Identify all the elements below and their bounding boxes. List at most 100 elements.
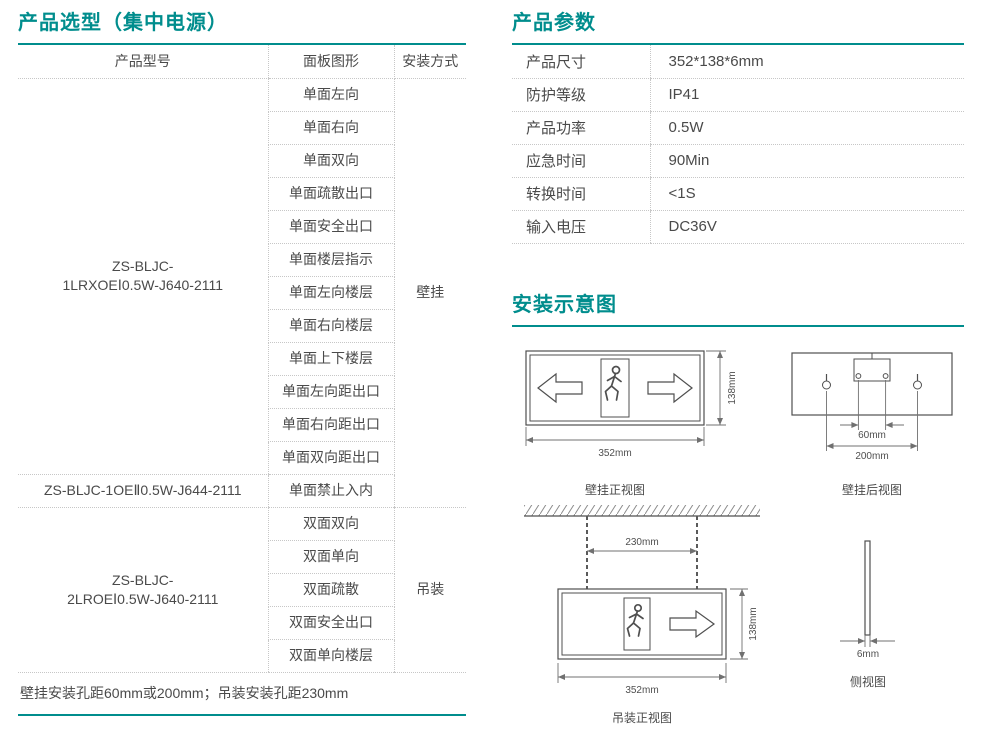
dim-thickness-6mm: 6mm: [840, 634, 895, 660]
table-row: 双面安全出口: [18, 606, 466, 640]
param-label: 转换时间: [512, 177, 650, 211]
sign-outer-frame: [525, 349, 705, 426]
table-row: 单面双向距出口: [18, 441, 466, 475]
panel-cell: 单面右向: [267, 111, 395, 145]
diagram-caption: 吊装正视图: [611, 710, 672, 725]
table-row: 单面右向距出口: [18, 408, 466, 442]
dim-bracket-60mm: 60mm: [840, 379, 904, 441]
dim-label: 200mm: [855, 451, 888, 462]
parameters-table: 产品尺寸 352*138*6mm 防护等级 IP41 产品功率 0.5W 应急时…: [512, 45, 964, 244]
model-line: 1LRXOEⅠ0.5W-J640-2111: [62, 277, 224, 293]
header-panel: 面板图形: [267, 45, 395, 79]
diagram-caption: 壁挂正视图: [584, 482, 645, 497]
wall-front-view-drawing: 352mm 138mm: [525, 349, 738, 459]
param-value: 90Min: [649, 144, 964, 178]
table-row: 双面单向: [18, 540, 466, 574]
parameters-section: 产品参数 产品尺寸 352*138*6mm 防护等级 IP41 产品功率 0.5…: [512, 6, 964, 733]
table-row: 单面右向楼层: [18, 309, 466, 343]
panel-cell: 双面单向: [267, 540, 395, 574]
param-value: <1S: [649, 177, 964, 211]
screw-right-icon: [882, 372, 889, 379]
param-row: 产品尺寸 352*138*6mm: [512, 45, 964, 79]
table-row: 双面疏散: [18, 573, 466, 607]
param-row: 防护等级 IP41: [512, 78, 964, 112]
wall-front-view-diagram: 352mm 138mm 壁挂正视图: [512, 345, 752, 498]
dim-chains-230mm: 230mm: [587, 537, 697, 554]
panel-cell: 双面双向: [267, 507, 395, 541]
dim-label: 6mm: [857, 649, 879, 660]
section-title-selection: 产品选型（集中电源）: [18, 6, 466, 45]
dim-label: 352mm: [625, 685, 658, 696]
keyhole-left-icon: [822, 373, 831, 389]
dim-label: 352mm: [598, 448, 631, 459]
table-row: 单面左向楼层: [18, 276, 466, 310]
model-line: ZS-BLJC-: [112, 571, 174, 588]
panel-cell: 单面右向距出口: [267, 408, 395, 442]
install-cell-ceiling: 吊装: [394, 507, 466, 673]
mounting-bracket: [853, 358, 891, 381]
param-value: 0.5W: [649, 111, 964, 145]
running-man-icon: [604, 365, 622, 401]
model-cell-1: ZS-BLJC- 1LRXOEⅠ0.5W-J640-2111: [18, 78, 268, 475]
panel-cell: 双面疏散: [267, 573, 395, 607]
ceiling-front-view-drawing: 230mm: [524, 504, 760, 696]
side-view-drawing: 6mm: [840, 539, 895, 660]
door-frame: [623, 597, 651, 650]
table-row: 单面楼层指示: [18, 243, 466, 277]
param-row: 产品功率 0.5W: [512, 111, 964, 145]
left-arrow-icon: [537, 372, 583, 403]
panel-cell: 单面禁止入内: [267, 474, 395, 508]
right-arrow-icon: [647, 372, 693, 403]
panel-cell: 双面单向楼层: [267, 639, 395, 673]
dim-width-352mm: 352mm: [557, 662, 727, 696]
ceiling-front-view-diagram: 230mm: [512, 503, 772, 726]
model-line: 2LROEⅠ0.5W-J640-2111: [67, 590, 219, 607]
right-arrow-icon: [669, 609, 716, 638]
mounting-note: 壁挂安装孔距60mm或200mm；吊装安装孔距230mm: [18, 673, 466, 716]
model-cell-2: ZS-BLJC-1OEⅡ0.5W-J644-2111: [18, 474, 268, 508]
header-model: 产品型号: [18, 45, 268, 79]
panel-cell: 单面左向: [267, 78, 395, 112]
model-cell-3: ZS-BLJC- 2LROEⅠ0.5W-J640-2111: [18, 507, 268, 673]
table-row: ZS-BLJC-1OEⅡ0.5W-J644-2111 单面禁止入内: [18, 474, 466, 508]
panel-cell: 单面疏散出口: [267, 177, 395, 211]
panel-cell: 单面楼层指示: [267, 243, 395, 277]
installation-diagrams: 352mm 138mm 壁挂正视图: [512, 333, 964, 733]
panel-cell: 单面左向距出口: [267, 375, 395, 409]
section-title-parameters: 产品参数: [512, 6, 964, 45]
param-label: 产品尺寸: [512, 45, 650, 79]
selection-table: 产品型号 面板图形 安装方式 ZS-BLJC- 1LRXOEⅠ0.5W-J640…: [18, 45, 466, 673]
panel-cell: 单面双向距出口: [267, 441, 395, 475]
param-row: 应急时间 90Min: [512, 144, 964, 178]
param-label: 产品功率: [512, 111, 650, 145]
table-row: 单面安全出口: [18, 210, 466, 244]
table-row: 单面疏散出口: [18, 177, 466, 211]
panel-cell: 单面安全出口: [267, 210, 395, 244]
sign-inner-frame: [561, 592, 723, 655]
wall-rear-view-drawing: 60mm 200mm: [791, 351, 953, 462]
param-value: DC36V: [649, 210, 964, 244]
panel-cell: 双面安全出口: [267, 606, 395, 640]
dim-label: 230mm: [625, 537, 658, 548]
table-header-row: 产品型号 面板图形 安装方式: [18, 45, 466, 79]
dim-label: 138mm: [727, 371, 738, 404]
param-label: 防护等级: [512, 78, 650, 112]
table-row: ZS-BLJC- 2LROEⅠ0.5W-J640-2111 双面双向 吊装: [18, 507, 466, 673]
header-install: 安装方式: [394, 45, 466, 79]
dim-width-352mm: 352mm: [525, 426, 705, 459]
sign-inner-frame: [529, 354, 701, 421]
screw-left-icon: [855, 372, 862, 379]
dim-label: 138mm: [748, 607, 759, 640]
table-row: 单面右向: [18, 111, 466, 145]
door-frame: [600, 358, 630, 417]
product-selection-section: 产品选型（集中电源） 产品型号 面板图形 安装方式 ZS-BLJC- 1LRXO…: [18, 6, 466, 716]
wall-rear-view-diagram: 60mm 200mm 壁挂后视图: [780, 345, 970, 498]
table-row: 单面上下楼层: [18, 342, 466, 376]
install-cell-wall: 壁挂: [394, 78, 466, 508]
product-datasheet: { "colors": { "accent": "#008D8D" }, "se…: [18, 6, 964, 725]
dim-keyholes-200mm: 200mm: [826, 390, 918, 462]
dim-height-138mm: 138mm: [706, 350, 738, 425]
diagram-caption: 侧视图: [849, 674, 886, 689]
param-value: 352*138*6mm: [649, 45, 964, 79]
sign-back-frame: [791, 351, 953, 416]
